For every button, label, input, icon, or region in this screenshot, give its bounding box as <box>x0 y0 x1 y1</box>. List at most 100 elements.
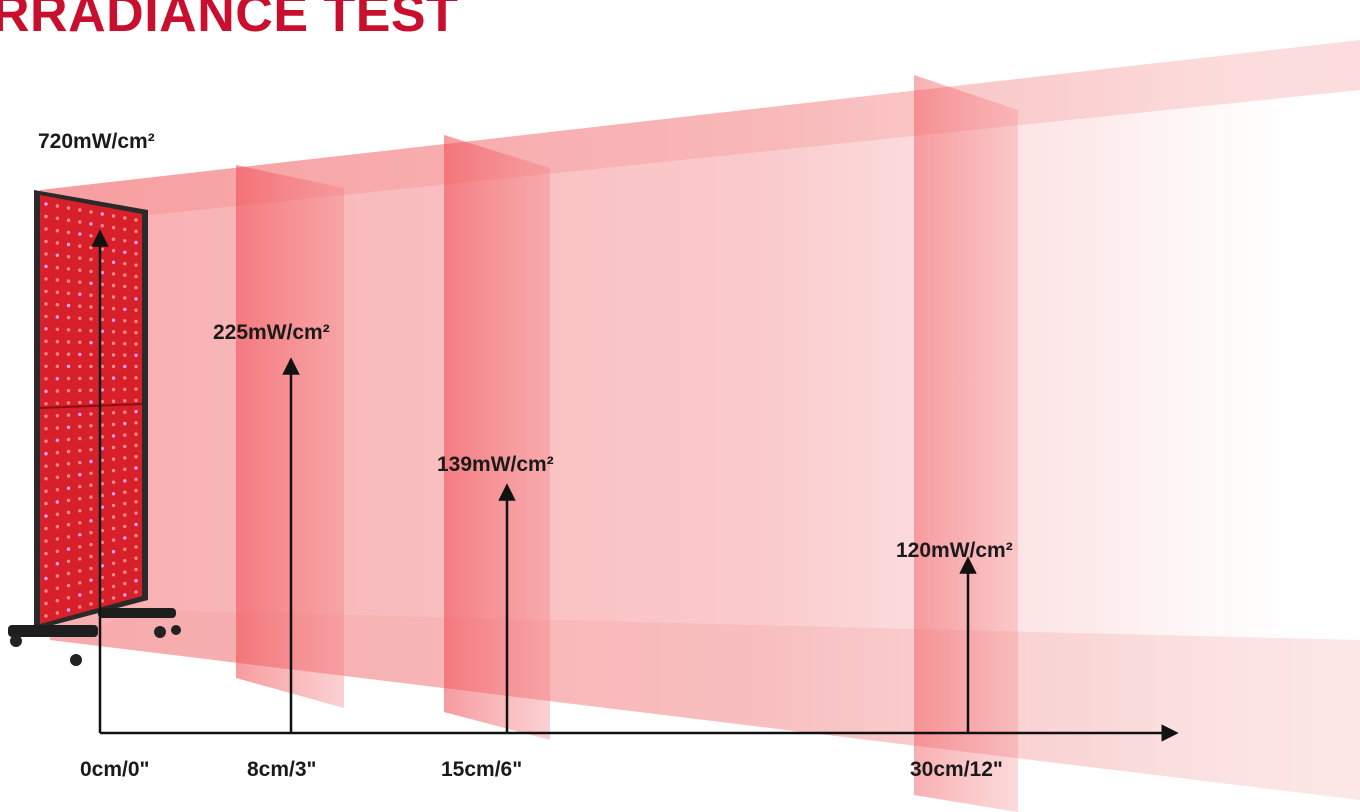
led-dot <box>55 253 59 257</box>
led-dot <box>123 524 127 529</box>
irradiance-label-15cm: 139mW/cm² <box>437 453 554 476</box>
led-dot <box>78 376 82 381</box>
led-dot <box>55 586 59 590</box>
led-dot <box>55 451 59 455</box>
led-dot <box>111 330 116 334</box>
led-dot <box>66 255 71 259</box>
led-dot <box>111 387 116 392</box>
led-dot <box>123 387 127 392</box>
led-dot <box>123 376 127 380</box>
led-dot <box>55 327 59 331</box>
led-dot <box>111 411 116 415</box>
led-dot <box>100 528 105 533</box>
led-dot <box>100 353 105 357</box>
led-dot <box>111 526 116 531</box>
led-dot <box>78 208 82 212</box>
led-dot <box>66 206 71 210</box>
led-dot <box>111 422 116 427</box>
led-dot <box>134 398 138 403</box>
led-dot <box>44 539 48 543</box>
led-dot <box>134 387 138 391</box>
led-dot <box>78 400 82 405</box>
led-dot <box>55 500 59 504</box>
led-grid <box>44 202 138 618</box>
led-dot <box>100 575 105 580</box>
led-dot <box>66 230 71 235</box>
led-dot <box>55 525 59 529</box>
led-dot <box>100 564 105 568</box>
led-dot <box>89 222 93 226</box>
led-dot <box>66 608 71 612</box>
led-dot <box>66 328 71 332</box>
led-dot <box>134 533 138 538</box>
led-dot <box>111 318 116 322</box>
led-dot <box>66 437 71 442</box>
led-dot <box>44 601 48 606</box>
led-dot <box>134 263 138 267</box>
red-light-therapy-panel-icon <box>8 190 181 666</box>
irradiance-label-30cm: 120mW/cm² <box>896 539 1013 562</box>
led-dot <box>78 328 82 332</box>
led-dot <box>44 302 48 306</box>
led-dot <box>134 409 138 414</box>
led-dot <box>89 364 93 369</box>
led-dot <box>100 599 105 603</box>
led-dot <box>89 578 93 582</box>
light-beam <box>40 40 1360 800</box>
led-dot <box>44 202 48 206</box>
caster-wheel <box>171 625 181 635</box>
led-dot <box>89 447 93 452</box>
measurement-arrows <box>91 229 977 733</box>
distance-label-0cm: 0cm/0" <box>80 758 150 781</box>
led-dot <box>66 376 71 381</box>
led-dot <box>123 399 127 403</box>
led-dot <box>89 352 93 357</box>
led-dot <box>123 216 127 220</box>
led-dot <box>134 274 138 279</box>
led-dot <box>100 493 105 498</box>
led-dot <box>123 536 127 540</box>
led-dot <box>134 297 138 301</box>
led-dot <box>66 291 71 295</box>
led-dot <box>100 552 105 556</box>
led-dot <box>134 556 138 560</box>
led-dot <box>78 352 82 357</box>
led-dot <box>55 389 59 393</box>
led-dot <box>44 239 48 244</box>
led-dot <box>89 257 93 262</box>
led-dot <box>89 281 93 285</box>
led-dot <box>66 571 71 576</box>
led-dot <box>55 562 59 566</box>
led-dot <box>134 252 138 256</box>
led-dot <box>78 545 82 549</box>
led-dot <box>66 401 71 405</box>
led-dot <box>111 399 116 403</box>
led-dot <box>123 513 127 517</box>
panel-face <box>40 195 142 624</box>
caster-wheel <box>70 654 82 666</box>
led-dot <box>111 283 116 288</box>
led-dot <box>55 340 59 344</box>
led-dot <box>123 284 127 289</box>
led-dot <box>111 376 116 380</box>
measurement-slices <box>236 75 1018 812</box>
led-dot <box>89 471 93 475</box>
led-dot <box>134 229 138 233</box>
led-dot <box>44 477 48 481</box>
led-dot <box>66 449 71 454</box>
led-dot <box>89 602 93 606</box>
led-dot <box>78 569 82 573</box>
led-dot <box>89 400 93 404</box>
led-dot <box>123 490 127 494</box>
led-dot <box>100 423 105 427</box>
led-dot <box>44 576 48 581</box>
led-dot <box>134 477 138 481</box>
led-dot <box>66 523 71 527</box>
led-dot <box>123 547 127 551</box>
led-dot <box>78 509 82 513</box>
page-title: RRADIANCE TEST <box>0 0 459 43</box>
led-dot <box>89 483 93 487</box>
led-dot <box>89 412 93 416</box>
led-dot <box>66 267 71 271</box>
